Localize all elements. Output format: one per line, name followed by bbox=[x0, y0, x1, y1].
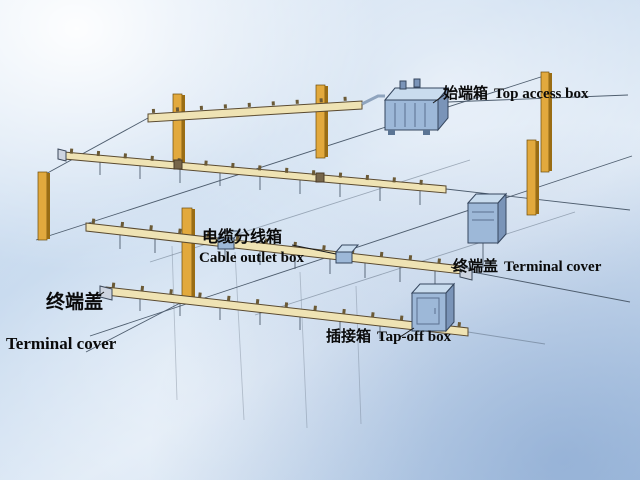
label-tap-off-box: 插接箱 Tap-off box bbox=[326, 329, 451, 346]
terminal-cover-end-second-rail bbox=[57, 148, 67, 162]
feeder-box-right bbox=[466, 192, 508, 245]
label-terminal-cover-right-zh: 终端盖 bbox=[453, 259, 499, 275]
column-center bbox=[181, 207, 195, 301]
cable-outlet-boxes bbox=[216, 230, 360, 264]
label-terminal-cover-right: 终端盖 Terminal cover bbox=[453, 259, 601, 276]
terminal-cover-end-left bbox=[99, 285, 113, 301]
label-cable-outlet-box-zh: 电缆分线箱 bbox=[202, 229, 283, 246]
top-access-box bbox=[383, 78, 450, 135]
cable-outlet-box-1 bbox=[216, 230, 242, 250]
rail-joint-box bbox=[315, 172, 325, 183]
rail-top bbox=[147, 100, 363, 123]
leader-lines bbox=[89, 94, 463, 338]
label-top-access-box-zh: 始端箱 bbox=[443, 86, 489, 102]
column-top-center bbox=[315, 84, 328, 159]
busway-rails bbox=[63, 96, 469, 337]
label-cable-outlet-box: 电缆分线箱 Cable outlet box bbox=[199, 229, 304, 268]
label-tap-off-box-zh: 插接箱 bbox=[326, 329, 372, 345]
terminal-cover-end-right bbox=[459, 265, 473, 281]
label-cable-outlet-box-en: Cable outlet box bbox=[199, 250, 304, 267]
label-terminal-cover-left-zh: 终端盖 bbox=[46, 292, 104, 313]
label-top-access-box: 始端箱 Top access box bbox=[443, 86, 588, 103]
terminal-covers bbox=[57, 148, 473, 301]
column-left bbox=[37, 171, 50, 241]
column-top-left bbox=[172, 93, 185, 169]
label-terminal-cover-right-en: Terminal cover bbox=[504, 259, 602, 275]
plug-in-ticks bbox=[69, 96, 463, 328]
rail-second bbox=[63, 151, 447, 194]
label-terminal-cover-left-en: Terminal cover bbox=[6, 334, 117, 353]
support-columns bbox=[37, 71, 552, 301]
rail-joint-box bbox=[173, 159, 183, 170]
label-tap-off-box-en: Tap-off box bbox=[377, 329, 452, 345]
cable-outlet-box-2 bbox=[334, 244, 360, 264]
feeder-conduit bbox=[361, 94, 385, 106]
label-top-access-box-en: Top access box bbox=[494, 86, 589, 102]
hanger-rods bbox=[99, 161, 436, 339]
column-right-mid bbox=[526, 139, 539, 216]
tap-off-box bbox=[410, 282, 456, 333]
column-right-tall bbox=[540, 71, 552, 173]
